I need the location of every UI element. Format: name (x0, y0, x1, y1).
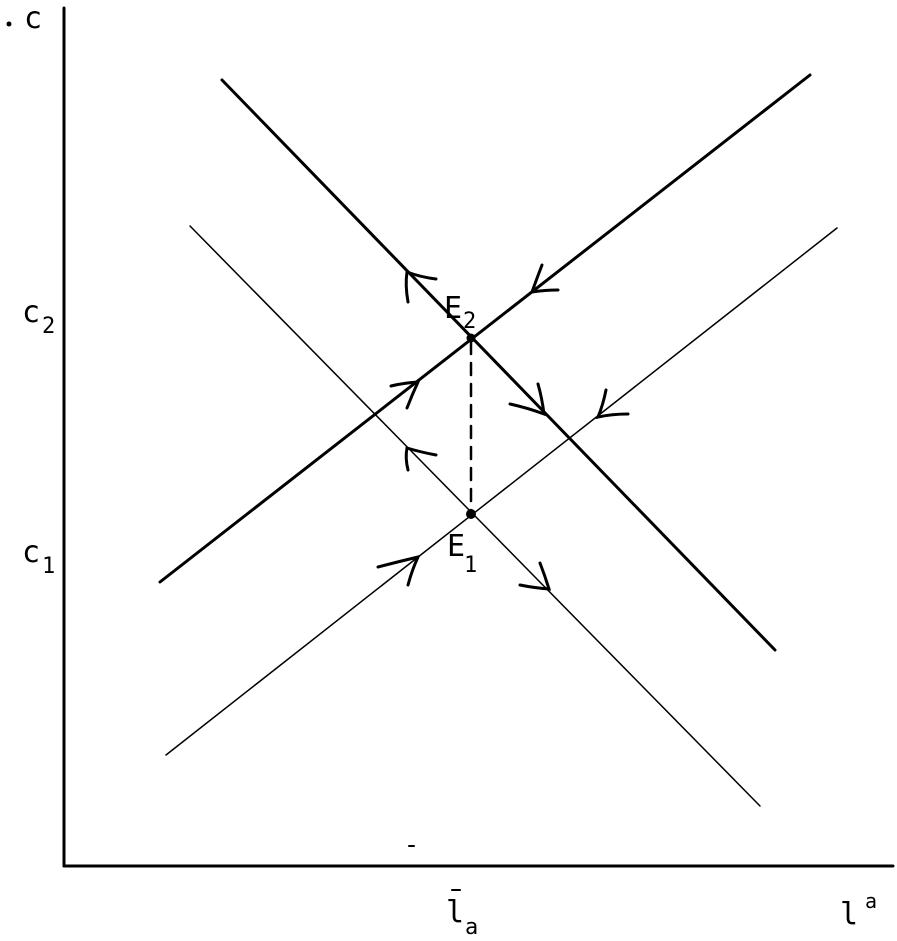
c1-label: c (22, 535, 40, 570)
e2-subscript: 2 (463, 309, 476, 334)
upper-downward-line (220, 78, 777, 652)
e2-point (466, 333, 476, 343)
c1-subscript: 1 (42, 554, 55, 579)
lower-upward-line (165, 227, 838, 756)
arrow-upper-downward-down (508, 382, 546, 417)
upper-upward-line (158, 73, 812, 584)
x-axis-label: l (840, 897, 858, 932)
arrow-lower-downward-down (518, 561, 552, 591)
stray-dot (6, 21, 12, 27)
arrow-lower-upward-down (595, 388, 630, 420)
arrow-lower-downward-up (404, 446, 438, 472)
e1-label: E (447, 529, 465, 564)
c2-subscript: 2 (42, 314, 55, 339)
lbar-label: l (446, 895, 464, 930)
y-axis-label: c (24, 1, 42, 36)
arrow-upper-upward-up (389, 380, 421, 410)
arrow-lower-upward-up (376, 554, 421, 587)
e2-label: E (444, 291, 462, 326)
arrow-upper-upward-down (529, 263, 560, 294)
arrow-upper-downward-up (404, 269, 438, 304)
lbar-subscript: a (465, 915, 478, 940)
c2-label: c (22, 295, 40, 330)
e1-point (466, 509, 476, 519)
e1-subscript: 1 (464, 553, 477, 578)
x-axis-superscript: a (865, 889, 877, 913)
